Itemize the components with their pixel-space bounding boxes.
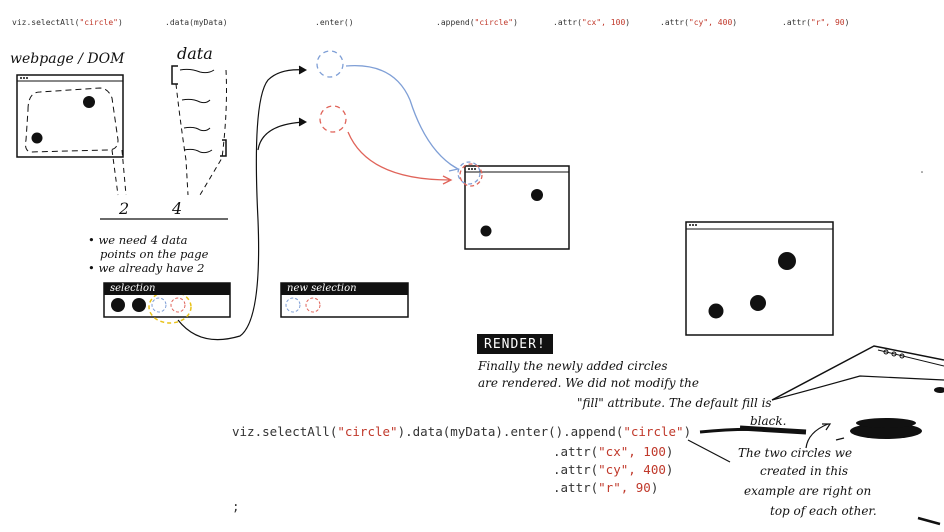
appended-circle-blue: [457, 161, 481, 185]
label-webpage-dom: webpage / DOM: [10, 51, 125, 67]
render-note-line1: Finally the newly added circles: [478, 359, 668, 373]
selection-circle: [111, 298, 125, 312]
new-selection-label: new selection: [281, 283, 408, 295]
code-line-4: .attr("r", 90): [553, 480, 659, 495]
two-circles-line2: created in this: [760, 464, 849, 478]
render-note-line3: "fill" attribute. The default fill is: [577, 396, 772, 410]
render-note-line2: are rendered. We did not modify the: [478, 376, 699, 390]
dom-circle: [83, 96, 95, 108]
window-circle: [750, 295, 766, 311]
code-line-1: viz.selectAll("circle").data(myData).ent…: [232, 424, 692, 439]
dom-circle: [31, 132, 43, 144]
rendered-window: [771, 345, 944, 526]
code-line-5: ;: [232, 499, 240, 514]
placeholder-circle-blue: [151, 297, 167, 313]
enter-circle-red: [319, 105, 347, 133]
new-selection-blue: [285, 297, 301, 313]
window-circle: [708, 303, 724, 319]
render-note-line4: black.: [750, 414, 787, 428]
new-selection-red: [305, 297, 321, 313]
two-circles-line3: example are right on: [744, 484, 872, 498]
selection-circle: [132, 298, 146, 312]
append-window: [457, 161, 570, 250]
note-need-four-cont: points on the page: [100, 247, 209, 261]
count-dom: 2: [119, 199, 130, 218]
step-attr-cy: .attr("cy", 400): [660, 18, 738, 27]
count-data: 4: [172, 199, 183, 218]
data-array: [171, 65, 227, 196]
step-append: .append("circle"): [436, 18, 518, 27]
two-circles-line1: The two circles we: [738, 446, 853, 460]
rendered-circle: [856, 418, 916, 428]
code-line-2: .attr("cx", 100): [553, 444, 674, 459]
window-circle: [480, 225, 492, 237]
selection-label: selection: [104, 283, 230, 295]
render-badge: RENDER!: [477, 334, 553, 354]
appended-circle-red: [459, 163, 483, 187]
note-have-two: • we already have 2: [88, 261, 205, 275]
code-line-3: .attr("cy", 400): [553, 462, 674, 477]
step-attr-cx: .attr("cx", 100): [553, 18, 631, 27]
dom-window: [16, 74, 127, 196]
label-data: data: [177, 44, 213, 63]
enter-circle-blue: [316, 50, 344, 78]
note-need-four: • we need 4 data: [88, 233, 188, 247]
window-circle: [778, 252, 796, 270]
step-selectall: viz.selectAll("circle"): [12, 18, 123, 27]
step-data: .data(myData): [165, 18, 228, 27]
step-enter: .enter(): [315, 18, 354, 27]
step-attr-r: .attr("r", 90): [782, 18, 850, 27]
window-circle: [531, 189, 543, 201]
two-circles-line4: top of each other.: [770, 504, 877, 518]
placeholder-circle-red: [170, 297, 186, 313]
attr-window: [685, 221, 834, 336]
